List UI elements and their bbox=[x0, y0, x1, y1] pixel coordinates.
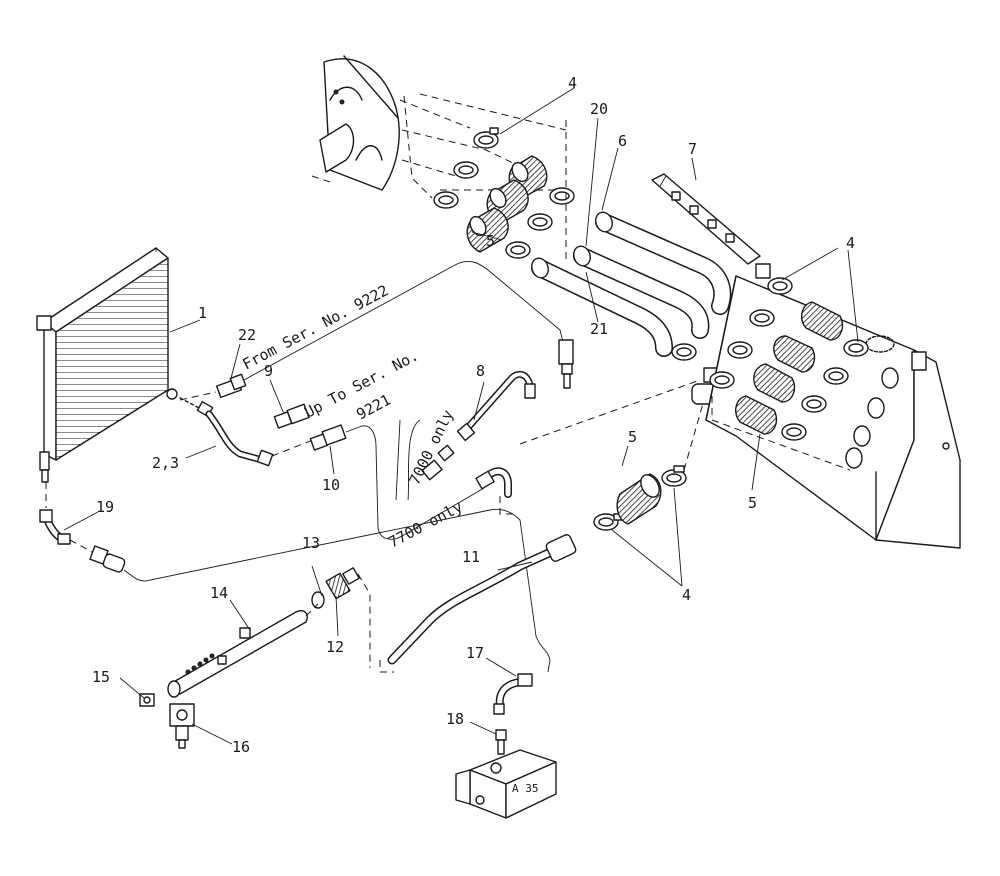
callout-labels: 1 2,3 4 4 4 5 5 5 6 7 8 9 10 11 12 13 14… bbox=[92, 74, 855, 756]
pump-bell-housing bbox=[311, 55, 400, 191]
note-7700-only: 7700 only bbox=[385, 497, 465, 551]
callout-5-block: 5 bbox=[748, 494, 757, 512]
callout-13: 13 bbox=[302, 534, 320, 552]
filter-element-lower bbox=[616, 473, 662, 525]
callout-18: 18 bbox=[446, 710, 464, 728]
clamp-upper-5 bbox=[527, 213, 553, 231]
clamp-upper-2 bbox=[453, 161, 479, 179]
callout-4-block: 4 bbox=[846, 234, 855, 252]
elbow-fitting-19 bbox=[39, 482, 126, 573]
callout-5-top: 5 bbox=[486, 232, 495, 250]
clamp-lower-right bbox=[661, 465, 687, 487]
leader-lines bbox=[63, 87, 859, 745]
block-filters bbox=[735, 301, 844, 435]
filter-tube-14 bbox=[167, 610, 308, 698]
hose-7000-only bbox=[421, 370, 536, 481]
suction-hose-11 bbox=[379, 534, 577, 673]
elbow-fitting-7700 bbox=[475, 467, 518, 515]
callout-22: 22 bbox=[238, 326, 256, 344]
hose-from-serial-9222 bbox=[243, 260, 566, 381]
return-line bbox=[123, 508, 551, 673]
hose-6 bbox=[595, 211, 732, 315]
hose-end-fitting bbox=[558, 339, 574, 389]
callout-7: 7 bbox=[688, 140, 697, 158]
callout-5-lower: 5 bbox=[628, 428, 637, 446]
clamp-upper-3 bbox=[433, 191, 459, 209]
callout-11: 11 bbox=[462, 548, 480, 566]
callout-17: 17 bbox=[466, 644, 484, 662]
valve-plate-label: A 35 bbox=[512, 782, 539, 795]
clamp-upper-1 bbox=[473, 127, 499, 149]
hose-up-to-serial-9221 bbox=[345, 425, 485, 540]
callout-19: 19 bbox=[96, 498, 114, 516]
manifold-tube-7 bbox=[651, 173, 761, 265]
callout-20: 20 bbox=[590, 100, 608, 118]
callout-16: 16 bbox=[232, 738, 250, 756]
washer-13 bbox=[311, 591, 325, 609]
note-from-serial: From Ser. No. 9222 bbox=[239, 281, 391, 373]
adapter-fitting-9 bbox=[273, 403, 310, 429]
callout-9: 9 bbox=[264, 362, 273, 380]
callout-15: 15 bbox=[92, 668, 110, 686]
cooler-outlet-hose bbox=[179, 397, 319, 467]
adapter-fitting-22 bbox=[179, 373, 247, 401]
callout-14: 14 bbox=[210, 584, 228, 602]
note-serial-9221: 9221 bbox=[353, 391, 393, 424]
callout-4-top: 4 bbox=[568, 74, 577, 92]
spring-12 bbox=[325, 567, 360, 600]
tee-fitting-16 bbox=[169, 703, 195, 749]
oil-cooler-radiator bbox=[36, 247, 178, 483]
clamp-upper-4 bbox=[549, 187, 575, 205]
elbow-fitting-17 bbox=[493, 673, 533, 715]
callout-21: 21 bbox=[590, 320, 608, 338]
hose-21 bbox=[531, 257, 697, 361]
clamp-lower-left bbox=[593, 513, 625, 531]
clamp-upper-6 bbox=[505, 241, 531, 259]
hose-20 bbox=[573, 245, 710, 339]
fitting-15 bbox=[139, 693, 155, 707]
filter-element-upper-3 bbox=[466, 207, 509, 253]
callout-10: 10 bbox=[322, 476, 340, 494]
block-clamps bbox=[709, 277, 869, 441]
callout-12: 12 bbox=[326, 638, 344, 656]
callout-6: 6 bbox=[618, 132, 627, 150]
callout-1: 1 bbox=[198, 304, 207, 322]
adapter-fitting-10 bbox=[309, 424, 347, 451]
callout-8: 8 bbox=[476, 362, 485, 380]
valve-block-18: A 35 bbox=[455, 729, 557, 819]
callout-2-3: 2,3 bbox=[152, 454, 179, 472]
callout-4-lower: 4 bbox=[682, 586, 691, 604]
